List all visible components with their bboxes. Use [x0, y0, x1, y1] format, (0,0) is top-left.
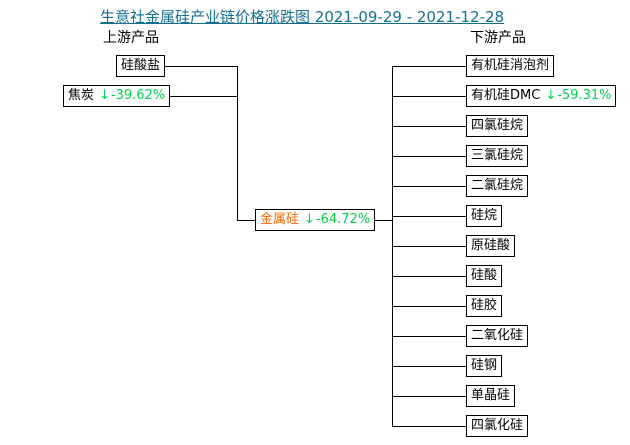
- change-percent: -39.62%: [110, 88, 166, 103]
- node-label: 原硅酸: [471, 238, 511, 253]
- node-label: 硅胶: [471, 298, 498, 313]
- down-arrow-icon: ↓: [304, 212, 315, 227]
- down-arrow-icon: ↓: [99, 88, 110, 103]
- node-orthosilicic-acid[interactable]: 原硅酸: [466, 235, 516, 257]
- node-label: 四氯硅烷: [471, 118, 524, 133]
- node-silicon-tetrachloride[interactable]: 四氯化硅: [466, 415, 529, 437]
- node-label: 焦炭: [68, 88, 95, 103]
- node-label: 四氯化硅: [471, 418, 524, 433]
- node-silica-gel[interactable]: 硅胶: [466, 295, 503, 317]
- node-label: 硅酸盐: [121, 58, 161, 73]
- node-label: 金属硅: [260, 212, 300, 227]
- upstream-column-header: 上游产品: [103, 30, 159, 46]
- node-metal-silicon[interactable]: 金属硅 ↓-64.72%: [255, 209, 376, 231]
- change-percent: -64.72%: [315, 212, 371, 227]
- downstream-column-header: 下游产品: [470, 30, 526, 46]
- node-silane[interactable]: 硅烷: [466, 205, 503, 227]
- node-label: 二氧化硅: [471, 328, 524, 343]
- node-coke[interactable]: 焦炭 ↓-39.62%: [63, 85, 171, 107]
- node-label: 有机硅DMC: [471, 88, 541, 103]
- node-silicate[interactable]: 硅酸盐: [116, 55, 166, 77]
- node-label: 硅钢: [471, 358, 498, 373]
- down-arrow-icon: ↓: [545, 88, 557, 103]
- node-label: 三氯硅烷: [471, 148, 524, 163]
- node-label: 有机硅消泡剂: [471, 58, 550, 73]
- node-silicone-defoamer[interactable]: 有机硅消泡剂: [466, 55, 555, 77]
- node-silicon-steel[interactable]: 硅钢: [466, 355, 503, 377]
- node-silicon-dioxide[interactable]: 二氧化硅: [466, 325, 529, 347]
- node-silicic-acid[interactable]: 硅酸: [466, 265, 503, 287]
- node-trichlorosilane[interactable]: 三氯硅烷: [466, 145, 529, 167]
- node-label: 硅烷: [471, 208, 498, 223]
- node-dichlorosilane[interactable]: 二氯硅烷: [466, 175, 529, 197]
- node-tetrachlorosilane[interactable]: 四氯硅烷: [466, 115, 529, 137]
- node-label: 硅酸: [471, 268, 498, 283]
- node-label: 单晶硅: [471, 388, 511, 403]
- change-percent: -59.31%: [557, 88, 612, 103]
- page-title: 生意社金属硅产业链价格涨跌图 2021-09-29 - 2021-12-28: [100, 8, 505, 26]
- node-label: 二氯硅烷: [471, 178, 524, 193]
- node-silicone-dmc[interactable]: 有机硅DMC ↓-59.31%: [466, 85, 617, 107]
- node-monocrystalline-silicon[interactable]: 单晶硅: [466, 385, 516, 407]
